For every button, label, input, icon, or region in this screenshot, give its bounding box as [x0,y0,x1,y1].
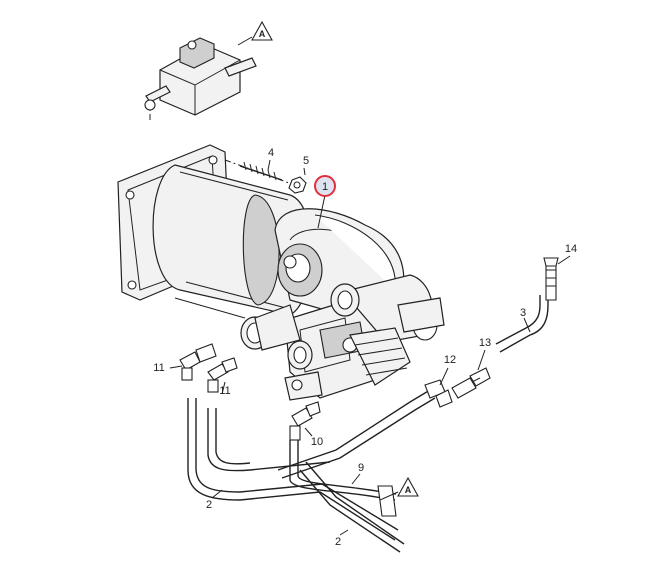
fittings [179,257,559,441]
section-marker-label: A [259,29,266,39]
callout-11[interactable]: 11 [219,385,230,397]
callout-12[interactable]: 12 [444,354,456,366]
callout-2[interactable]: 2 [335,536,341,548]
callout-4[interactable]: 4 [268,147,274,159]
section-marker-a-bottom: A [379,476,419,501]
callout-1[interactable]: 1 [322,181,328,193]
highlight-ring [314,175,336,197]
callout-5[interactable]: 5 [303,155,309,167]
callout-11[interactable]: 11 [153,362,164,374]
callouts: 1 2 2 3 4 5 9 10 11 11 12 13 14 [153,147,577,548]
leader-lines [169,159,571,536]
callout-10[interactable]: 10 [311,436,323,448]
callout-13[interactable]: 13 [479,337,491,349]
callout-2[interactable]: 2 [206,499,212,511]
section-marker-label: A [405,485,412,495]
callout-9[interactable]: 9 [358,462,364,474]
callout-3[interactable]: 3 [520,307,526,319]
callout-14[interactable]: 14 [565,243,577,255]
hoses [187,295,549,553]
bolt-and-nut [224,159,307,194]
reservoir-assembly [144,37,257,120]
section-marker-a-top: A [237,20,273,46]
main-actuator-assembly [117,144,445,401]
